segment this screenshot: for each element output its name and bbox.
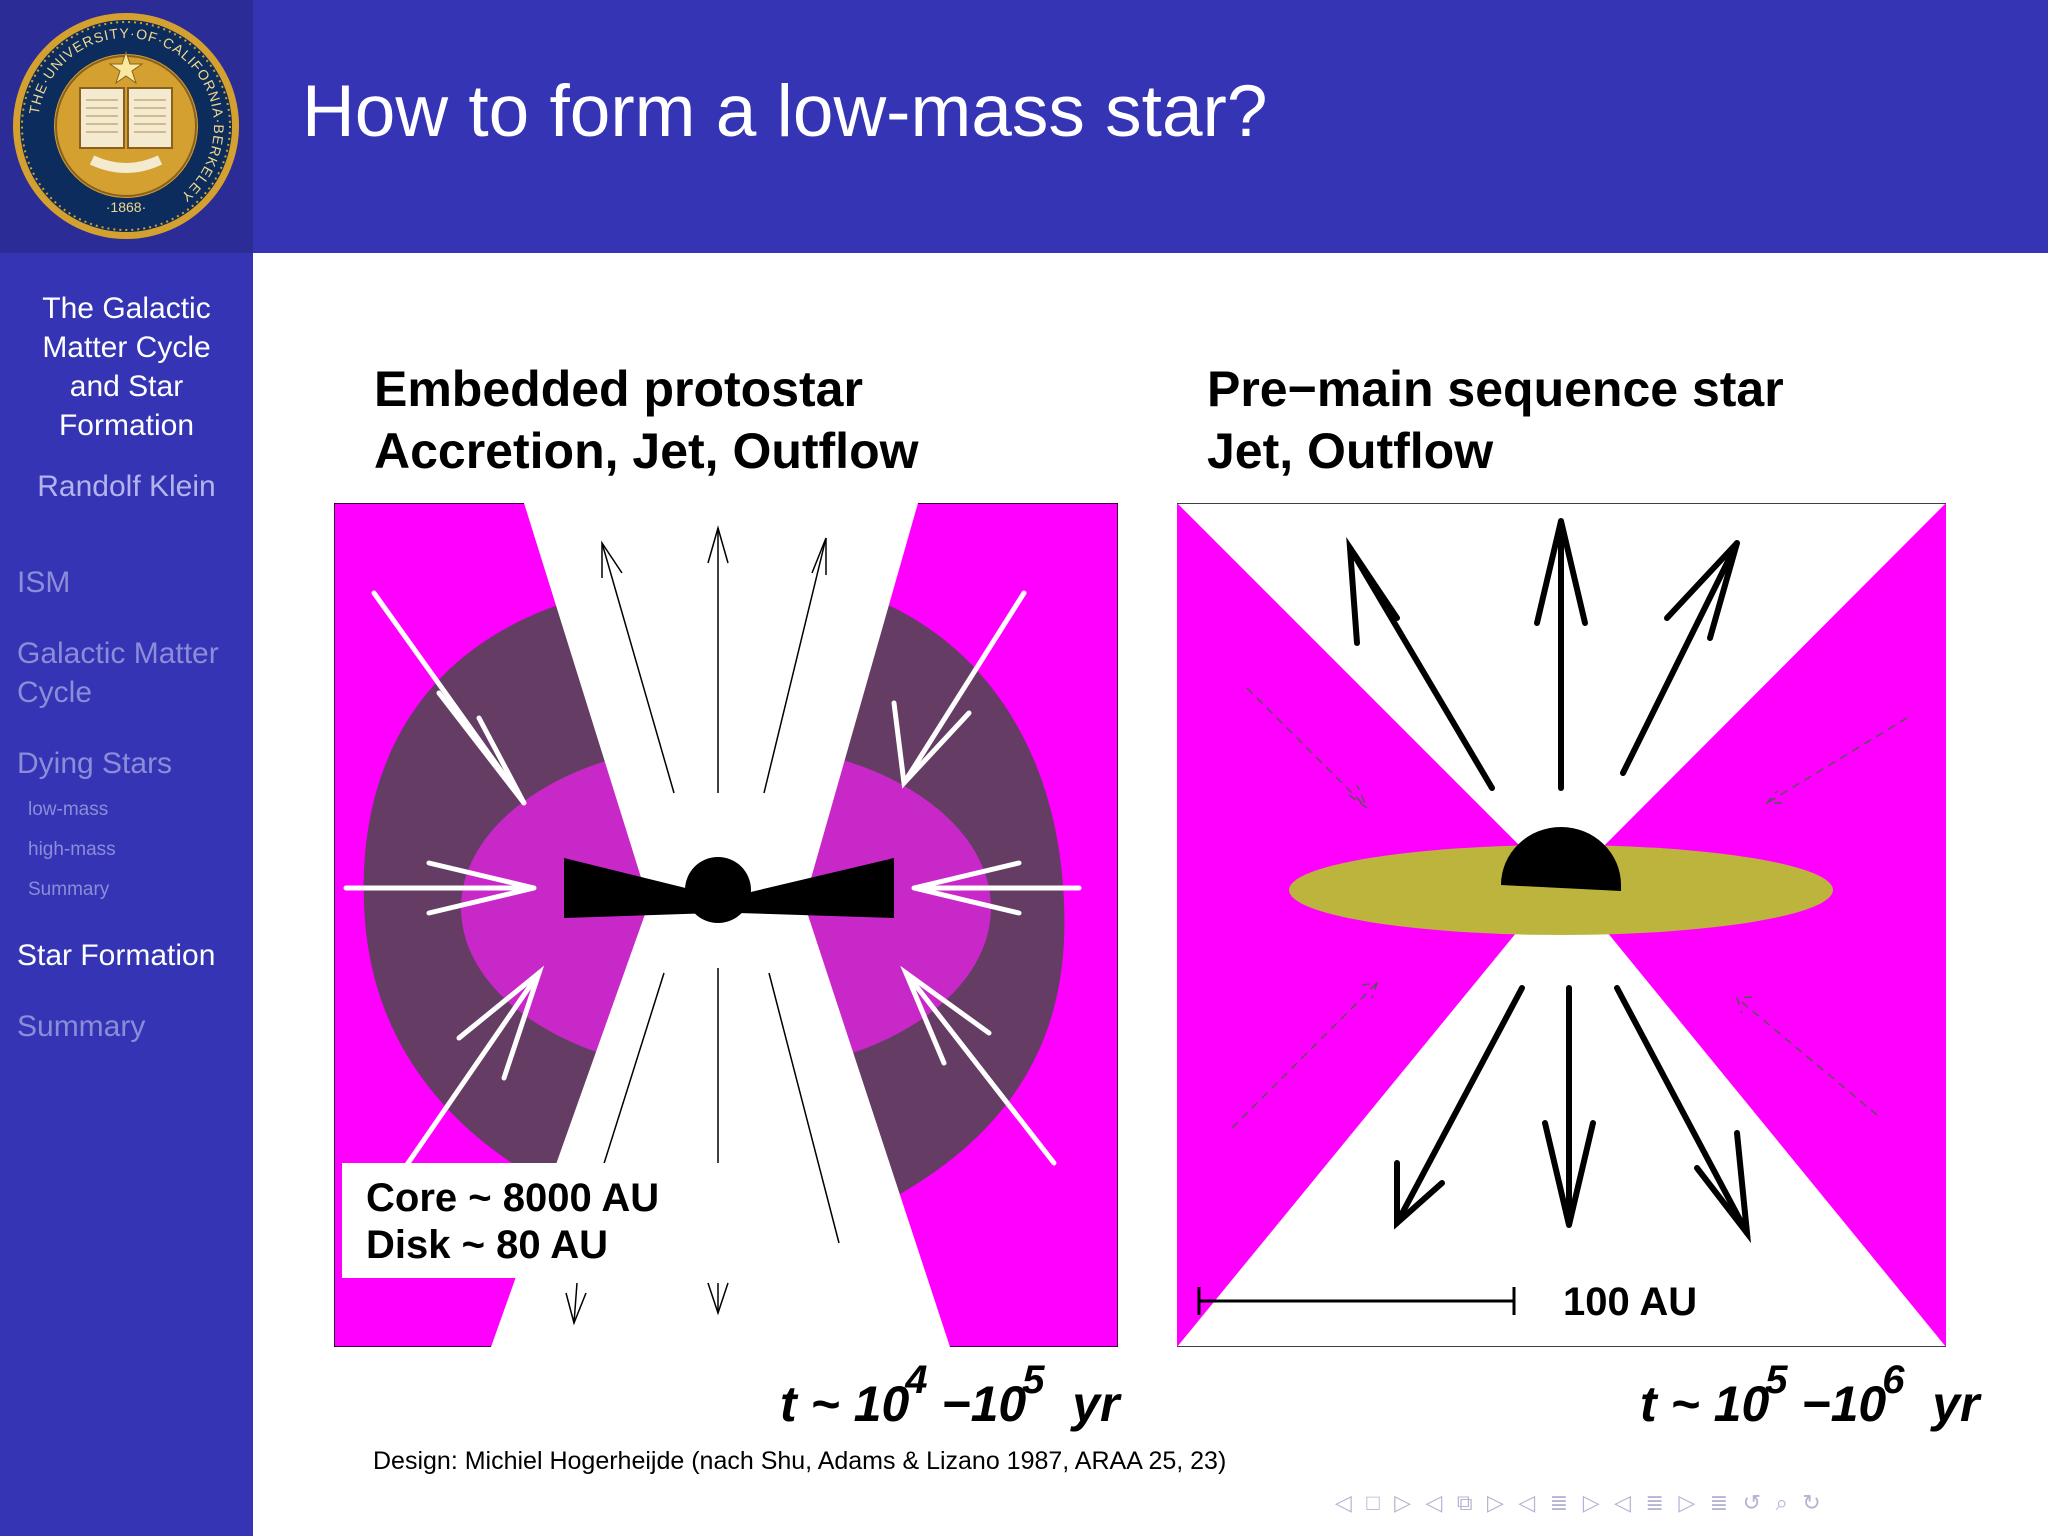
- slide-title: How to form a low-mass star?: [302, 71, 1268, 152]
- jet-arrows: [565, 525, 840, 1326]
- talk-title-line[interactable]: Matter Cycle: [42, 331, 211, 364]
- circumstellar-disk: [1289, 845, 1833, 935]
- jet-arrows-lower: [1394, 985, 1752, 1244]
- sidebar-item-galactic-matter-cycle-line2[interactable]: Cycle: [17, 676, 93, 709]
- magenta-wedge-left: [1177, 503, 1557, 1347]
- talk-title-line[interactable]: The Galactic: [42, 292, 211, 325]
- sidebar-subitem-low-mass[interactable]: low-mass: [28, 799, 109, 820]
- left-heading-line2: Accretion, Jet, Outflow: [374, 423, 919, 479]
- jet-arrows-upper: [1346, 518, 1740, 791]
- right-timescale: t ~ 105 −106 yr: [1640, 1358, 1980, 1432]
- nav-subsection-icon[interactable]: ⧉: [1456, 1490, 1473, 1515]
- nav-next-section-icon[interactable]: ▷: [1582, 1490, 1600, 1515]
- beamer-navigation-bar: ◁ □ ▷ ◁ ⧉ ▷ ◁ ≣ ▷ ◁ ≣ ▷ ≣ ↺ ⌕ ↻: [1335, 1490, 1831, 1520]
- accretion-disk-right: [738, 858, 894, 918]
- nav-prev-subsection-icon[interactable]: ◁: [1425, 1490, 1443, 1515]
- magenta-wedge-right: [1567, 503, 1946, 1347]
- accretion-disk: [564, 858, 714, 918]
- scale-bar: [1197, 1287, 1516, 1315]
- disk-size-label: Disk ~ 80 AU: [366, 1223, 608, 1267]
- scale-bar-label: 100 AU: [1563, 1280, 1697, 1324]
- sidebar-subitem-high-mass[interactable]: high-mass: [28, 839, 116, 860]
- figure-credit: Design: Michiel Hogerheijde (nach Shu, A…: [373, 1447, 1227, 1475]
- left-heading-line1: Embedded protostar: [374, 361, 863, 417]
- university-seal-logo: THE·UNIVERSITY·OF·CALIFORNIA·BERKELEY ·1…: [13, 13, 239, 239]
- right-heading-line1: Pre−main sequence star: [1207, 361, 1784, 417]
- sidebar-item-star-formation[interactable]: Star Formation: [17, 939, 216, 972]
- sidebar-item-summary[interactable]: Summary: [17, 1010, 146, 1043]
- sidebar-item-galactic-matter-cycle[interactable]: Galactic Matter: [17, 637, 219, 670]
- nav-document-icon[interactable]: ≣: [1645, 1490, 1664, 1515]
- sidebar-nav: The Galactic Matter Cycle and Star Forma…: [0, 253, 253, 1536]
- nav-section-icon[interactable]: ≣: [1549, 1490, 1569, 1515]
- nav-prev-section-icon[interactable]: ◁: [1518, 1490, 1536, 1515]
- sidebar-item-dying-stars[interactable]: Dying Stars: [17, 747, 173, 780]
- nav-frame-icon[interactable]: □: [1366, 1490, 1380, 1515]
- nav-next-document-icon[interactable]: ▷: [1678, 1490, 1696, 1515]
- talk-title-line[interactable]: Formation: [58, 409, 195, 442]
- left-timescale: t ~ 104 −105 yr: [780, 1358, 1120, 1432]
- nav-next-subsection-icon[interactable]: ▷: [1487, 1490, 1504, 1515]
- pre-main-sequence-diagram: 100 AU: [1177, 503, 1946, 1347]
- nav-back-icon[interactable]: ↺: [1742, 1490, 1762, 1515]
- slide-header: THE·UNIVERSITY·OF·CALIFORNIA·BERKELEY ·1…: [0, 0, 2048, 253]
- sidebar-subitem-summary[interactable]: Summary: [28, 879, 110, 900]
- logo-area: THE·UNIVERSITY·OF·CALIFORNIA·BERKELEY ·1…: [0, 0, 253, 253]
- nav-appendix-icon[interactable]: ≣: [1709, 1490, 1729, 1515]
- protostar: [685, 857, 751, 923]
- sidebar-item-ism[interactable]: ISM: [17, 566, 71, 599]
- core-size-label: Core ~ 8000 AU: [366, 1176, 659, 1220]
- svg-text:·1868·: ·1868·: [106, 199, 146, 215]
- author-name[interactable]: Randolf Klein: [37, 470, 216, 503]
- talk-title-line[interactable]: and Star: [69, 370, 184, 403]
- annotation-box: [342, 1163, 632, 1278]
- nav-prev-document-icon[interactable]: ◁: [1614, 1490, 1631, 1515]
- nav-forward-icon[interactable]: ↻: [1802, 1490, 1821, 1515]
- dashed-infall-arrows: [1231, 687, 1908, 1129]
- central-star: [1501, 827, 1621, 891]
- right-heading-line2: Jet, Outflow: [1207, 423, 1494, 479]
- nav-prev-frame-icon[interactable]: ◁: [1335, 1490, 1352, 1515]
- nav-next-frame-icon[interactable]: ▷: [1394, 1490, 1412, 1515]
- embedded-protostar-diagram: Core ~ 8000 AU Disk ~ 80 AU: [334, 503, 1118, 1347]
- outflow-cavity: [491, 503, 950, 1347]
- nav-search-icon[interactable]: ⌕: [1775, 1490, 1788, 1515]
- infall-arrows: [343, 590, 1082, 1201]
